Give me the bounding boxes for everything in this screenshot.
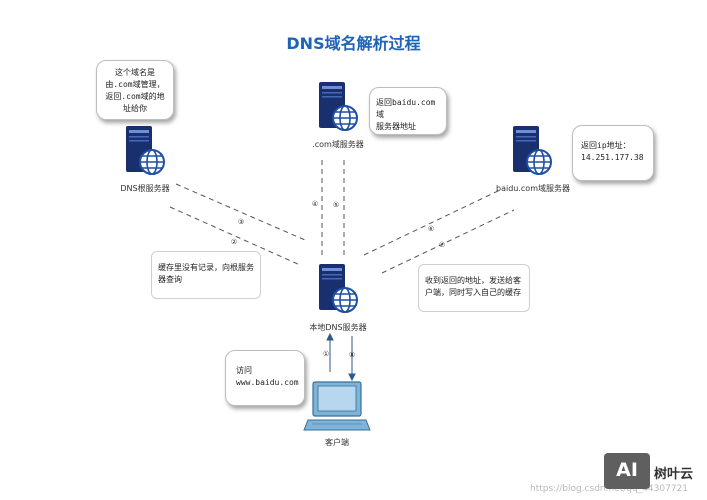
step-7: ⑦ <box>439 241 445 249</box>
step-2: ② <box>231 238 237 246</box>
watermark-url: https://blog.csdn.net/qq_44307721 <box>530 484 689 494</box>
server-baidu-icon <box>512 125 552 175</box>
watermark-logo: AI <box>604 453 650 489</box>
step-markers: ① ② ③ ④ ⑤ ⑥ ⑦ ⑧ <box>231 200 445 359</box>
page-title: DNS域名解析过程 <box>286 34 421 53</box>
line-local-baidu-b <box>381 209 515 274</box>
watermark-brand: 树叶云 <box>654 467 694 482</box>
step-5: ⑤ <box>333 201 339 209</box>
local-server-label: 本地DNS服务器 <box>309 323 367 332</box>
arrow-local-to-client-head <box>348 373 356 382</box>
step-8: ⑧ <box>349 351 355 359</box>
note-baidu: 返回ip地址： 14.251.177.38 <box>572 125 654 181</box>
line-local-root-a <box>175 183 306 241</box>
note-com: 返回baidu.com域 服务器地址 <box>369 87 447 135</box>
step-6: ⑥ <box>428 225 434 233</box>
note-root: 这个域名是 由.com域管理， 返回.com域的地 址给你 <box>96 60 174 120</box>
line-local-root-b <box>169 206 301 266</box>
step-1: ① <box>323 350 329 358</box>
arrow-client-to-local-head <box>326 332 334 341</box>
server-local-icon <box>318 263 358 313</box>
root-server-label: DNS根服务器 <box>120 184 170 193</box>
step-3: ③ <box>238 218 244 226</box>
baidu-server-label: baidu.com域服务器 <box>496 184 570 193</box>
com-server-label: .com域服务器 <box>312 140 364 149</box>
note-visit: 访问 www.baidu.com <box>225 350 305 406</box>
note-receive: 收到返回的地址，发送给客 户端，同时写入自己的缓存 <box>418 264 530 312</box>
server-com-icon <box>318 81 358 131</box>
client-computer-icon <box>303 381 371 431</box>
note-cache: 缓存里没有记录，向根服务 器查询 <box>151 251 261 299</box>
line-local-baidu-a <box>363 189 501 256</box>
client-arrows <box>326 332 356 382</box>
client-label: 客户端 <box>325 438 349 447</box>
server-root-icon <box>125 125 165 175</box>
step-4: ④ <box>312 200 318 208</box>
connection-lines <box>169 160 515 274</box>
